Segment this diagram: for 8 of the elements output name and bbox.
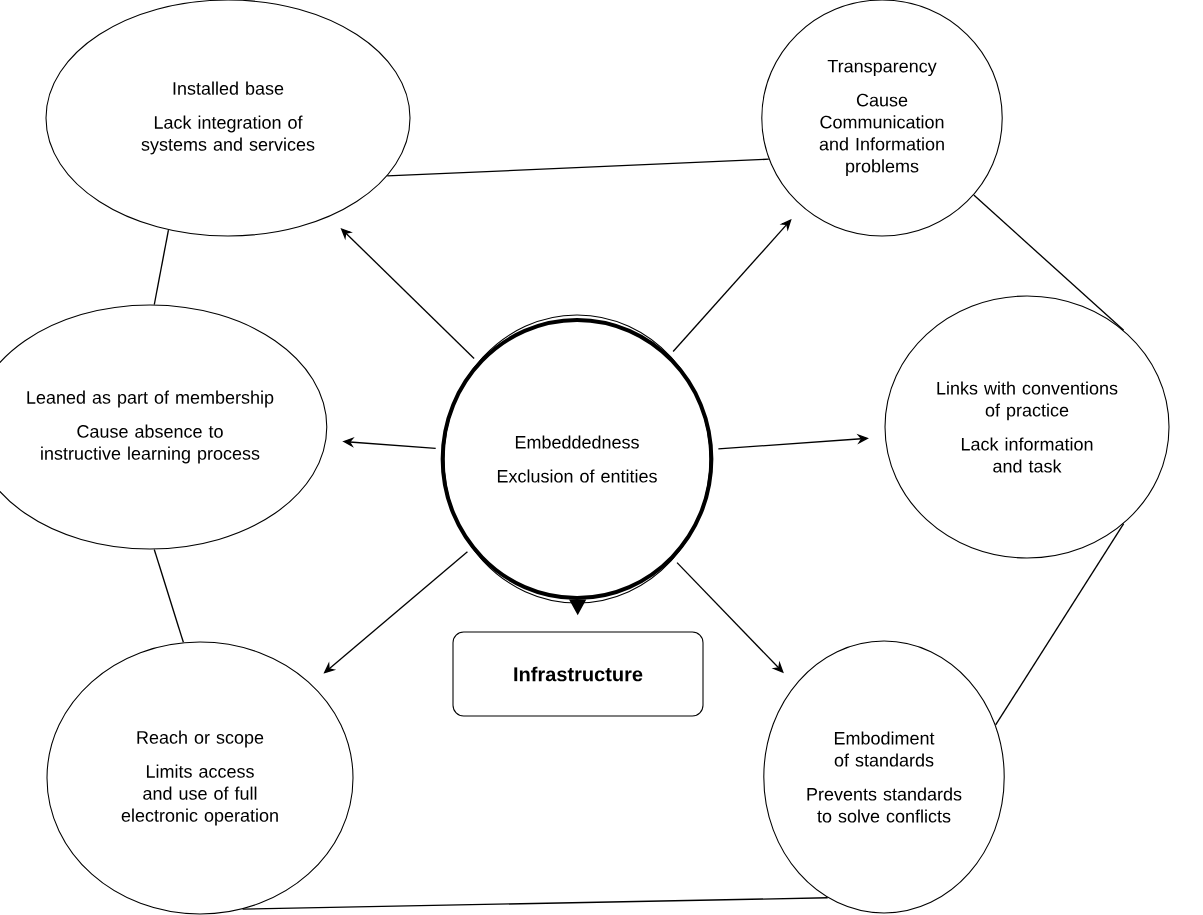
- connector-line: [241, 897, 829, 910]
- rounded-box: Infrastructure: [452, 631, 704, 717]
- arrow: [672, 219, 792, 353]
- connector-line: [153, 229, 170, 306]
- connector-line: [386, 158, 770, 177]
- connector-line: [973, 194, 1125, 331]
- connector-line: [153, 548, 184, 643]
- connector-line: [994, 523, 1125, 726]
